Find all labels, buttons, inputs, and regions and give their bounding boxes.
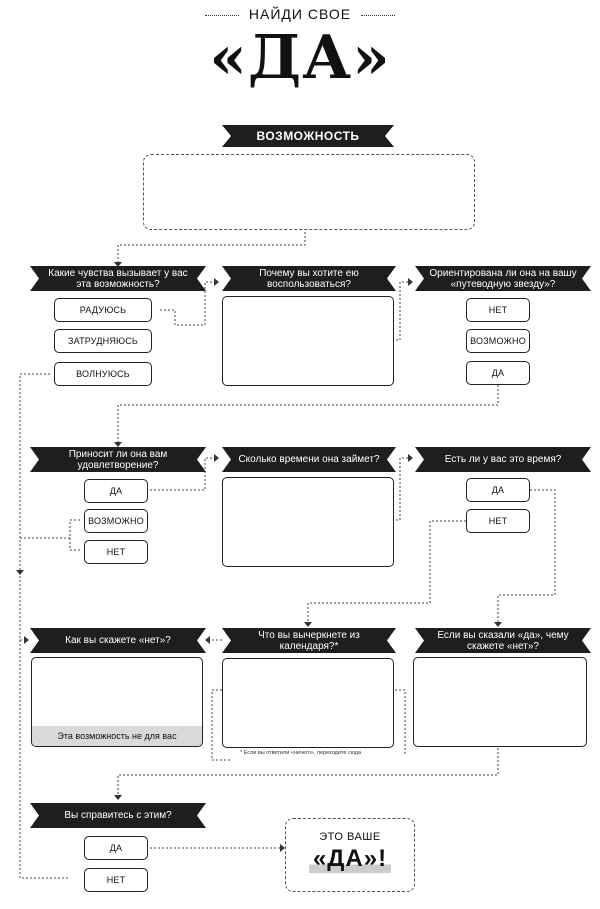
row2-q1-option[interactable]: ВОЗМОЖНО (84, 509, 148, 533)
row3-q3-banner: Если вы сказали «да», чему скажете «нет»… (415, 628, 591, 653)
row3-q2-answer-box[interactable] (222, 658, 394, 748)
header-kicker: НАЙДИ СВОЕ (0, 6, 600, 22)
row4-q1-option[interactable]: ДА (84, 836, 148, 860)
result-box: ЭТО ВАШЕ «ДА»! (285, 818, 415, 892)
start-banner: ВОЗМОЖНОСТЬ (222, 125, 394, 147)
row3-q1-banner: Как вы скажете «нет»? (30, 628, 206, 653)
row3-q2-banner: Что вы вычеркнете из календаря?* (222, 628, 396, 653)
row2-q1-option[interactable]: НЕТ (84, 540, 148, 564)
page-title: «ДА» (209, 23, 391, 93)
row4-q1-option[interactable]: НЕТ (84, 868, 148, 892)
row1-q3-option[interactable]: ДА (466, 361, 530, 385)
row1-q1-option[interactable]: ВОЛНУЮСЬ (54, 362, 152, 386)
row1-q2-answer-box[interactable] (222, 296, 394, 386)
result-line2: «ДА»! (308, 845, 392, 873)
row1-q1-option[interactable]: ЗАТРУДНЯЮСЬ (54, 329, 152, 353)
row1-q2-banner: Почему вы хотите ею воспользоваться? (222, 266, 396, 291)
row1-q1-option[interactable]: РАДУЮСЬ (54, 298, 152, 322)
opportunity-input-box[interactable] (143, 154, 475, 230)
footnote: * Если вы ответили «ничего», переходите … (240, 750, 361, 756)
arrow-head (114, 262, 122, 267)
row2-q2-banner: Сколько времени она займет? (222, 447, 396, 472)
row2-q1-option[interactable]: ДА (84, 479, 148, 503)
row3-q3-answer-box[interactable] (413, 657, 587, 747)
row1-q3-option[interactable]: НЕТ (466, 298, 530, 322)
row1-q1-banner: Какие чувства вызывает у вас эта возможн… (30, 266, 206, 291)
row2-q1-banner: Приносит ли она вам удовлетворение? (30, 447, 206, 472)
row1-q3-banner: Ориентирована ли она на вашу «путеводную… (415, 266, 591, 291)
row2-q3-banner: Есть ли у вас это время? (415, 447, 591, 472)
row3-q1-answer-box[interactable]: Эта возможность не для вас (31, 657, 203, 747)
kicker-text: НАЙДИ СВОЕ (248, 6, 352, 22)
result-line1: ЭТО ВАШЕ (319, 831, 381, 843)
row2-q3-option[interactable]: НЕТ (466, 509, 530, 533)
row2-q3-option[interactable]: ДА (466, 478, 530, 502)
row1-q3-option[interactable]: ВОЗМОЖНО (466, 329, 530, 353)
row4-q1-banner: Вы справитесь с этим? (30, 803, 206, 828)
row2-q2-answer-box[interactable] (222, 477, 394, 567)
not-for-you-label: Эта возможность не для вас (32, 726, 202, 746)
